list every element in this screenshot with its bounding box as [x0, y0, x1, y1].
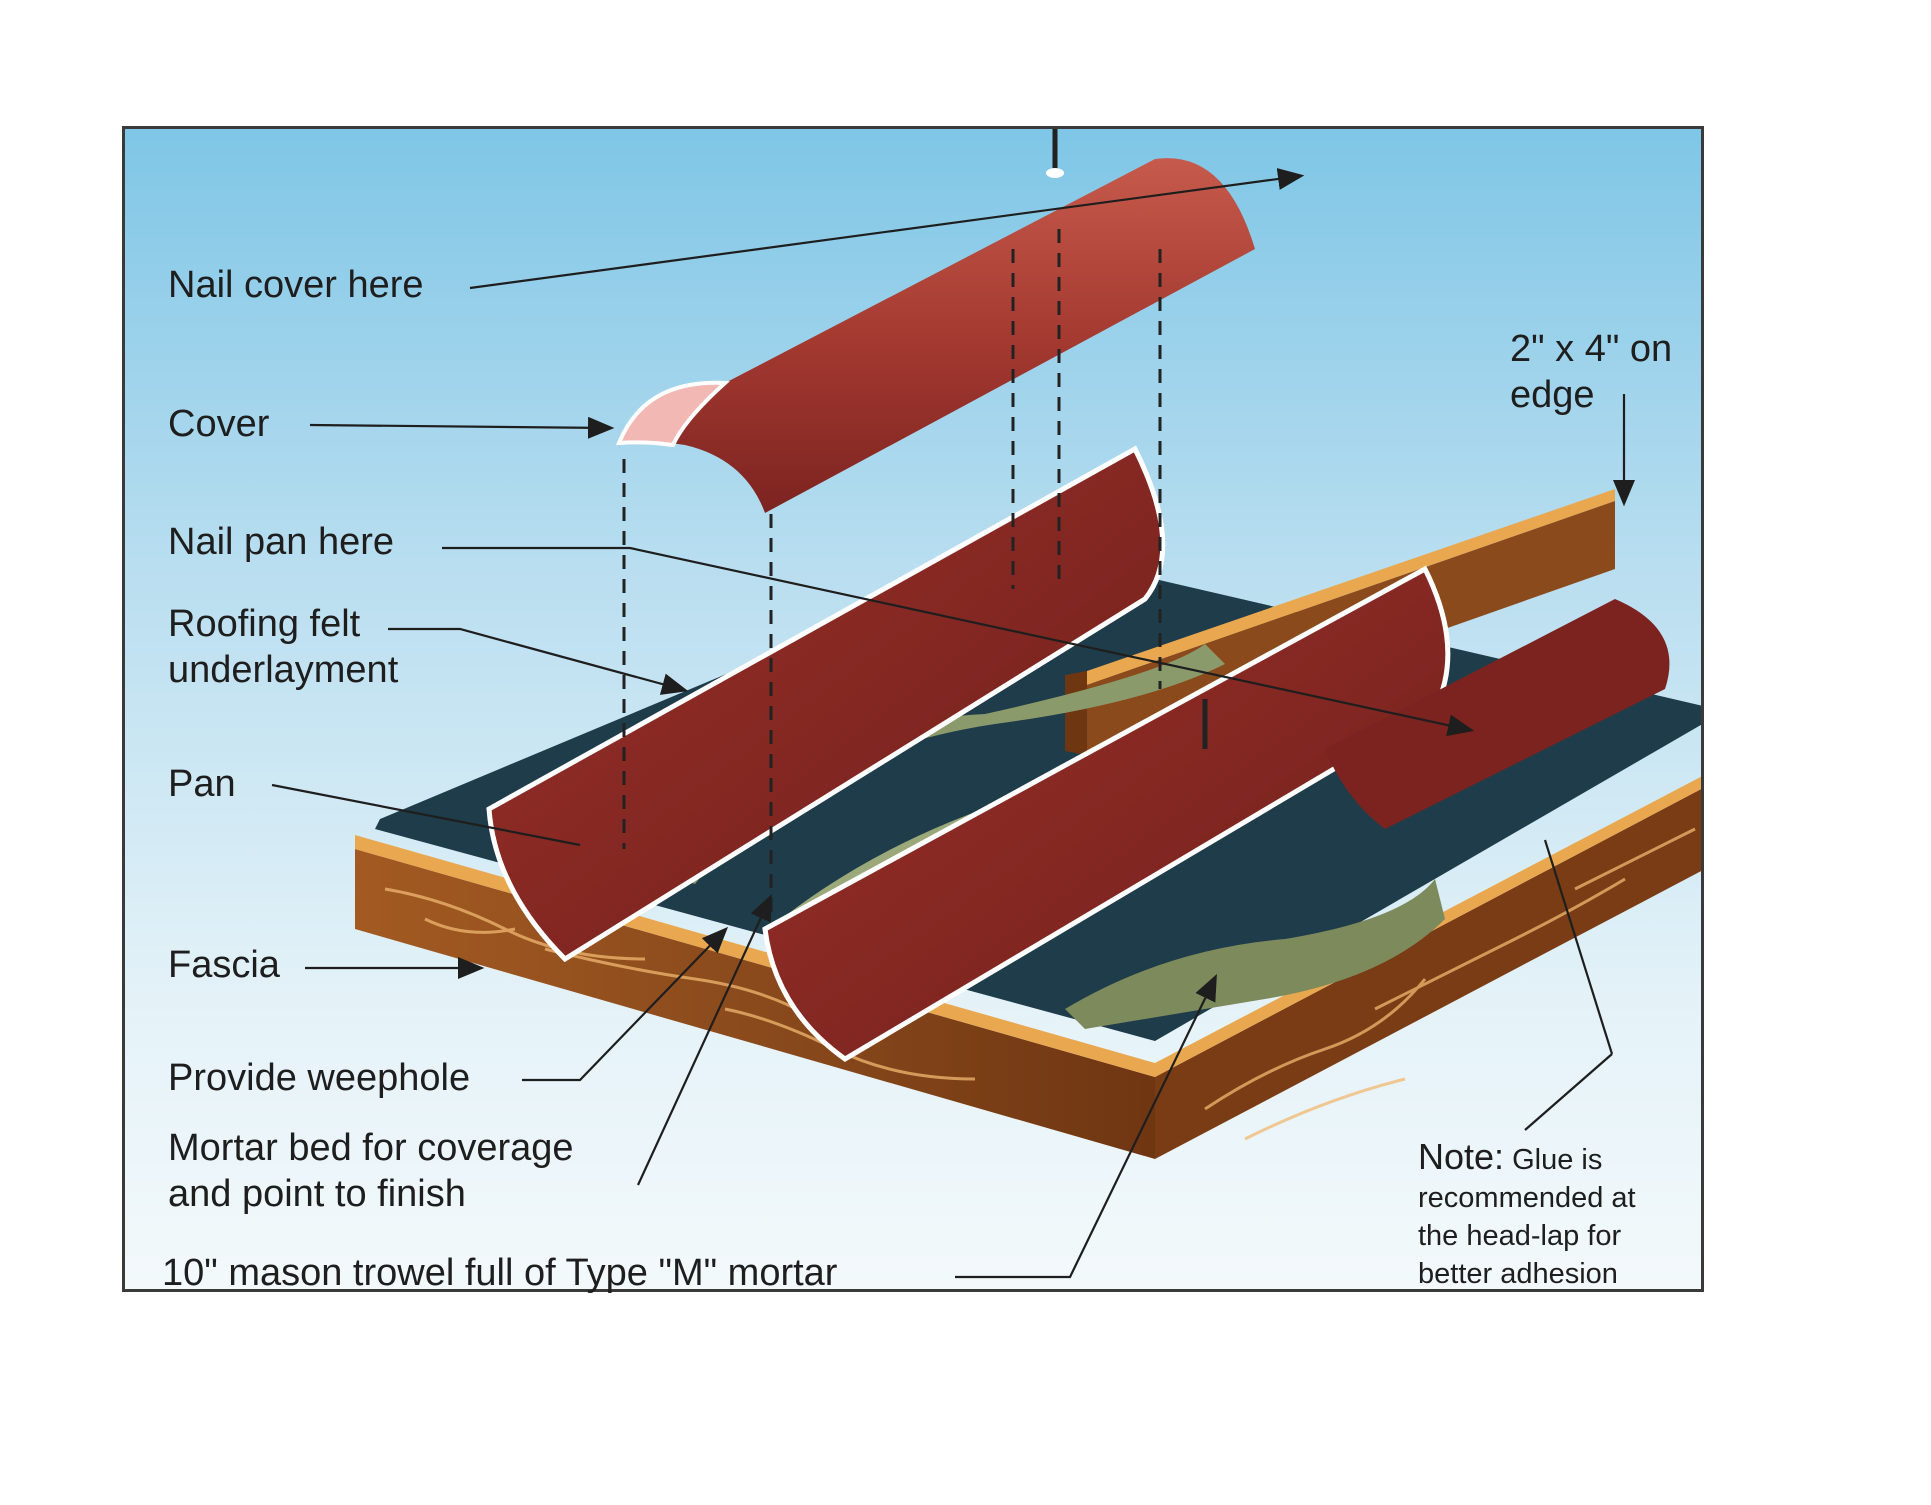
- cover-tile: [619, 158, 1255, 513]
- note-heading: Note:: [1418, 1136, 1505, 1177]
- label-nail-pan-here: Nail pan here: [168, 521, 395, 563]
- label-fascia: Fascia: [168, 944, 280, 986]
- label-roofing-felt: Roofing felt underlayment: [168, 603, 399, 691]
- label-two-by-four: 2" x 4" on edge: [1510, 328, 1673, 416]
- label-provide-weephole: Provide weephole: [168, 1057, 471, 1099]
- label-mortar-bed: Mortar bed for coverage and point to fin…: [168, 1127, 574, 1215]
- note-body: Glue is recommended at the head-lap for …: [1418, 1144, 1636, 1290]
- label-cover: Cover: [168, 403, 270, 445]
- cover-nail-hole: [1046, 168, 1064, 178]
- label-pan: Pan: [168, 763, 236, 805]
- two-by-four-end: [1065, 671, 1087, 755]
- pan-3: [1325, 599, 1670, 829]
- cover-tile-inner: [615, 380, 730, 448]
- label-nail-cover-here: Nail cover here: [168, 264, 424, 306]
- note-glue: Note: Glue is recommended at the head-la…: [1418, 1138, 1636, 1293]
- label-mason-trowel: 10" mason trowel full of Type "M" mortar: [162, 1252, 838, 1294]
